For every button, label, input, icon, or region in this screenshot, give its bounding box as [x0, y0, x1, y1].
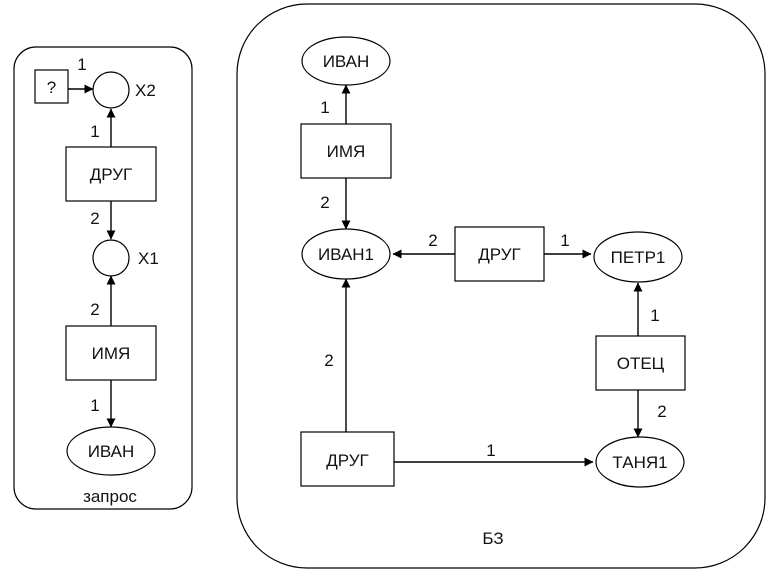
kb-ivan-label: ИВАН: [323, 52, 370, 71]
kb-name-label: ИМЯ: [327, 142, 366, 161]
query-friend-label: ДРУГ: [90, 165, 132, 184]
kb-name-node: [300, 123, 392, 179]
kb-friend-top-node: [454, 226, 545, 282]
query-unknown-label: ?: [47, 78, 56, 97]
kb-panel-frame: [236, 3, 766, 569]
query-edge-label: 1: [90, 396, 99, 415]
kb-friend-bottom-label: ДРУГ: [326, 451, 368, 470]
kb-father-label: ОТЕЦ: [617, 354, 665, 373]
kb-edge-label: 2: [324, 351, 333, 370]
query-edge-label: 2: [90, 300, 99, 319]
query-name-node: [65, 325, 157, 381]
query-x2-label: X2: [135, 81, 156, 100]
kb-father-node: [595, 335, 686, 391]
kb-friend-bottom-node: [300, 431, 395, 487]
query-ivan-label: ИВАН: [88, 442, 135, 461]
kb-panel-label: БЗ: [482, 529, 503, 548]
kb-tanya1-label: ТАНЯ1: [612, 453, 667, 472]
query-edge-label: 1: [77, 55, 86, 74]
query-ivan-node: [66, 426, 156, 476]
kb-ivan1-node: [301, 228, 391, 280]
kb-ivan-node: [301, 36, 391, 86]
kb-edge-label: 2: [657, 402, 666, 421]
kb-edge-label: 1: [320, 98, 329, 117]
kb-edge-label: 1: [560, 231, 569, 250]
query-panel-frame: [13, 46, 193, 510]
query-name-label: ИМЯ: [92, 344, 131, 363]
query-edge-label: 2: [90, 209, 99, 228]
query-friend-node: [65, 146, 157, 202]
kb-friend-top-label: ДРУГ: [478, 245, 520, 264]
kb-tanya1-node: [595, 436, 685, 488]
kb-petr1-label: ПЕТР1: [611, 248, 666, 267]
query-x1-variable-node: [92, 239, 130, 277]
kb-edge-label: 2: [428, 231, 437, 250]
kb-petr1-node: [593, 231, 683, 283]
query-x2-variable-node: [92, 71, 130, 109]
kb-edge-label: 2: [320, 193, 329, 212]
kb-edge-label: 1: [486, 441, 495, 460]
query-panel-label: запрос: [83, 487, 137, 506]
query-x1-label: X1: [138, 249, 159, 268]
query-edge-label: 1: [90, 122, 99, 141]
kb-edge-label: 1: [650, 306, 659, 325]
query-unknown-node: [34, 69, 69, 104]
kb-ivan1-label: ИВАН1: [318, 245, 374, 264]
